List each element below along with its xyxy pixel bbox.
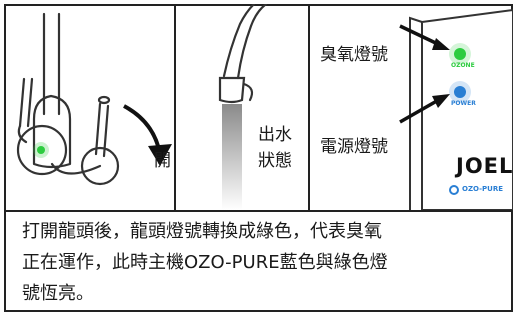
ozone-led-icon xyxy=(454,48,466,60)
section-divider xyxy=(4,210,513,212)
device-panel: 臭氧燈號 電源燈號 OZONE POWER JOEL OZO-PURE xyxy=(310,4,513,210)
water-label-line1: 出水 xyxy=(258,125,292,145)
water-label-line2: 狀態 xyxy=(258,151,292,171)
power-led-icon xyxy=(454,86,466,98)
green-led-icon xyxy=(37,146,45,154)
water-flow-panel: 出水 狀態 xyxy=(176,4,310,210)
caption-line1: 打開龍頭後，龍頭燈號轉換成綠色，代表臭氧 xyxy=(22,221,382,242)
water-flow-illustration xyxy=(218,4,268,210)
device-logo-text: OZO-PURE xyxy=(462,185,503,193)
open-label: 開 xyxy=(154,151,171,171)
power-led-text: POWER xyxy=(451,100,476,107)
caption-line2: 正在運作，此時主機OZO-PURE藍色與綠色燈 xyxy=(22,252,388,273)
logo-mark-icon xyxy=(449,185,459,195)
device-brand: JOEL xyxy=(456,154,513,178)
device-illustration xyxy=(399,8,513,210)
caption: 打開龍頭後，龍頭燈號轉換成綠色，代表臭氧 正在運作，此時主機OZO-PURE藍色… xyxy=(22,216,502,309)
caption-line3: 號恆亮。 xyxy=(22,283,94,304)
ozone-led-text: OZONE xyxy=(451,62,475,69)
ozone-light-label: 臭氧燈號 xyxy=(320,45,388,65)
water-stream xyxy=(222,104,242,210)
power-light-label: 電源燈號 xyxy=(320,137,388,157)
faucet-illustration xyxy=(16,12,172,186)
faucet-panel: 開 xyxy=(4,4,176,210)
